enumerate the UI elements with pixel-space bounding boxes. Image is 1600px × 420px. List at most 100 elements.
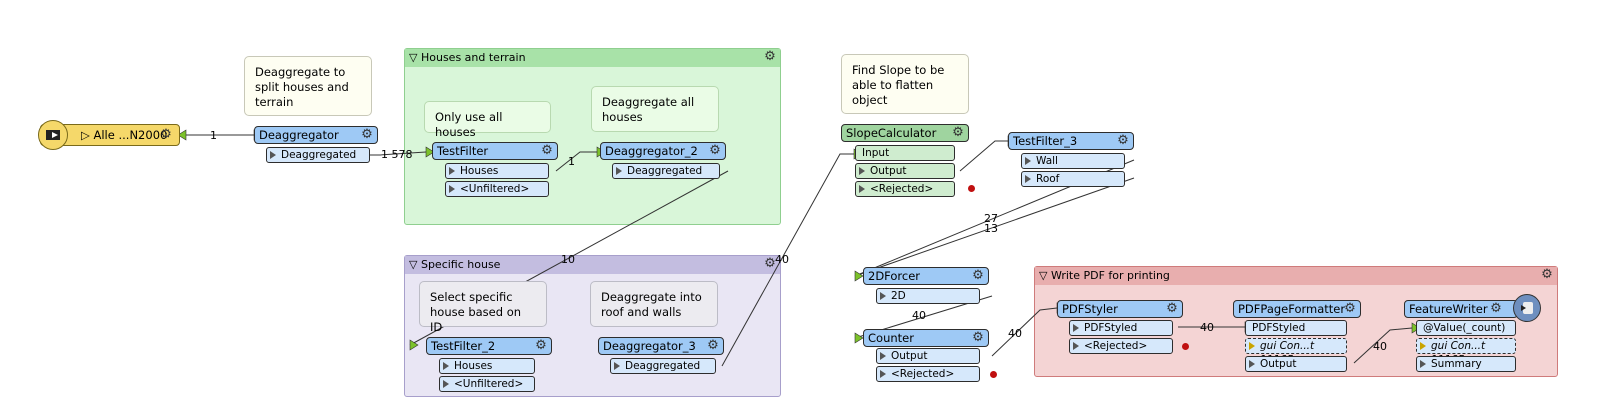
output-port-2d[interactable]: 2D <box>876 288 980 304</box>
input-port-gui-constant[interactable]: gui Con...t 11165 <box>1245 338 1347 366</box>
transformer-counter[interactable]: Counter ⚙ <box>863 329 989 347</box>
collapse-icon[interactable]: ▽ <box>1039 269 1048 282</box>
gear-icon[interactable]: ⚙ <box>707 338 719 353</box>
annotation-deaggregate-all[interactable]: Deaggregate all houses <box>591 86 719 132</box>
output-port-houses[interactable]: Houses <box>445 163 549 179</box>
port-arrow-icon <box>1025 157 1031 165</box>
transformer-deaggregator[interactable]: Deaggregator ⚙ <box>254 126 378 144</box>
annotation-deaggregate-roof[interactable]: Deaggregate into roof and walls <box>590 281 718 327</box>
gear-icon[interactable]: ⚙ <box>1117 133 1129 148</box>
reader-node[interactable]: ▷ Alle ...N2000 ⚙ <box>38 120 180 150</box>
output-port-unfiltered[interactable]: <Unfiltered> <box>445 181 549 197</box>
input-port-value-count[interactable]: @Value(_count) <box>1416 320 1516 336</box>
transformer-2dforcer[interactable]: 2DForcer ⚙ <box>863 267 989 285</box>
output-port-deaggregated[interactable]: Deaggregated <box>612 163 720 179</box>
gear-icon[interactable]: ⚙ <box>1490 301 1502 316</box>
transformer-deaggregator-3[interactable]: Deaggregator_3 ⚙ <box>598 337 724 355</box>
annotation-select-specific[interactable]: Select specific house based on ID <box>419 281 547 334</box>
gear-icon[interactable]: ⚙ <box>764 256 776 271</box>
rejected-port-dot <box>1182 343 1189 350</box>
transformer-slopecalculator[interactable]: SlopeCalculator ⚙ <box>841 124 969 142</box>
wire-deagg3-slope <box>721 153 854 367</box>
rejected-port-dot <box>968 185 975 192</box>
reader-label: Alle ...N2000 <box>93 128 168 142</box>
gear-icon[interactable]: ⚙ <box>1541 267 1553 282</box>
output-port-output[interactable]: Output <box>855 163 955 179</box>
gear-icon[interactable]: ⚙ <box>1166 301 1178 316</box>
gear-icon[interactable]: ⚙ <box>972 330 984 345</box>
output-port-deaggregated[interactable]: Deaggregated <box>610 358 716 374</box>
gear-icon[interactable]: ⚙ <box>952 125 964 140</box>
bookmark-title: Specific house <box>420 258 501 271</box>
port-arrow-icon <box>880 370 886 378</box>
count-formatter-writer: 40 <box>1373 340 1387 353</box>
output-port-pdfstyled[interactable]: PDFStyled <box>1069 320 1173 336</box>
port-arrow-icon <box>880 292 886 300</box>
bookmark-title: Houses and terrain <box>420 51 526 64</box>
gear-icon[interactable]: ⚙ <box>541 143 553 158</box>
output-port-output[interactable]: Output <box>876 348 980 364</box>
wire-slope-testfilter3 <box>959 140 1008 172</box>
port-arrow-icon <box>880 352 886 360</box>
transformer-testfilter-3[interactable]: TestFilter_3 ⚙ <box>1008 132 1134 150</box>
output-port-rejected[interactable]: <Rejected> <box>1069 338 1173 354</box>
bookmark-header[interactable]: ▽ Write PDF for printing ⚙ <box>1035 267 1557 285</box>
rejected-port-dot <box>990 371 997 378</box>
annotation-deaggregate-split[interactable]: Deaggregate to split houses and terrain <box>244 56 372 116</box>
bookmark-header[interactable]: ▽ Specific house ⚙ <box>405 256 780 274</box>
input-port-pdfstyled[interactable]: PDFStyled <box>1245 320 1347 336</box>
output-port-summary[interactable]: Summary <box>1416 356 1516 372</box>
output-port-roof[interactable]: Roof <box>1021 171 1125 187</box>
output-port-wall[interactable]: Wall <box>1021 153 1125 169</box>
output-port-deaggregated[interactable]: Deaggregated <box>266 147 370 163</box>
output-port-rejected[interactable]: <Rejected> <box>876 366 980 382</box>
port-arrow-icon <box>616 167 622 175</box>
input-port-gui-constant[interactable]: gui Con...t 11165 <box>1416 338 1516 366</box>
bookmark-title: Write PDF for printing <box>1050 269 1170 282</box>
gear-icon[interactable]: ⚙ <box>972 268 984 283</box>
transformer-pdfstyler[interactable]: PDFStyler ⚙ <box>1057 300 1183 318</box>
collapse-icon[interactable]: ▽ <box>409 258 418 271</box>
count-roof: 13 <box>984 222 998 235</box>
port-arrow-icon <box>859 167 865 175</box>
port-arrow-icon <box>443 362 449 370</box>
port-arrow-icon <box>614 362 620 370</box>
count-counter-pdfstyler: 40 <box>1008 327 1022 340</box>
input-port[interactable]: Input <box>855 145 955 161</box>
count-deagg3-slope: 40 <box>775 253 789 266</box>
gear-icon[interactable]: ⚙ <box>764 49 776 64</box>
bookmark-header[interactable]: ▽ Houses and terrain ⚙ <box>405 49 780 67</box>
gear-icon[interactable]: ⚙ <box>361 127 373 142</box>
port-arrow-icon <box>1420 342 1426 350</box>
gear-icon[interactable]: ⚙ <box>1344 301 1356 316</box>
port-arrow-icon <box>270 151 276 159</box>
output-port-rejected[interactable]: <Rejected> <box>855 181 955 197</box>
count-forcer-counter: 40 <box>912 309 926 322</box>
count-reader-deagg: 1 <box>210 129 217 142</box>
count-deagg-testfilter: 1 578 <box>381 148 413 161</box>
port-arrow-icon <box>1025 175 1031 183</box>
port-arrow-icon <box>1249 342 1255 350</box>
gear-icon[interactable]: ⚙ <box>160 127 172 142</box>
transformer-testfilter-2[interactable]: TestFilter_2 ⚙ <box>426 337 552 355</box>
port-arrow-icon <box>449 167 455 175</box>
port-arrow-icon <box>1073 342 1079 350</box>
annotation-find-slope[interactable]: Find Slope to be able to flatten object <box>841 54 969 114</box>
output-port-output[interactable]: Output <box>1245 356 1347 372</box>
annotation-only-houses[interactable]: Only use all houses <box>424 101 551 139</box>
gear-icon[interactable]: ⚙ <box>535 338 547 353</box>
collapse-icon[interactable]: ▽ <box>409 51 418 64</box>
transformer-featurewriter[interactable]: FeatureWriter ⚙ <box>1404 300 1518 318</box>
database-writer-icon[interactable] <box>1513 294 1541 322</box>
port-arrow-icon <box>449 185 455 193</box>
reader-database-icon[interactable] <box>38 120 68 150</box>
output-port-houses[interactable]: Houses <box>439 358 535 374</box>
gear-icon[interactable]: ⚙ <box>709 143 721 158</box>
wire-counter-pdfstyler <box>991 307 1058 357</box>
count-to-testfilter2: 10 <box>561 253 575 266</box>
port-arrow-icon <box>1073 324 1079 332</box>
transformer-testfilter[interactable]: TestFilter ⚙ <box>432 142 558 160</box>
output-port-unfiltered[interactable]: <Unfiltered> <box>439 376 535 392</box>
transformer-pdfpageformatter[interactable]: PDFPageFormatter ⚙ <box>1233 300 1361 318</box>
transformer-deaggregator-2[interactable]: Deaggregator_2 ⚙ <box>600 142 726 160</box>
